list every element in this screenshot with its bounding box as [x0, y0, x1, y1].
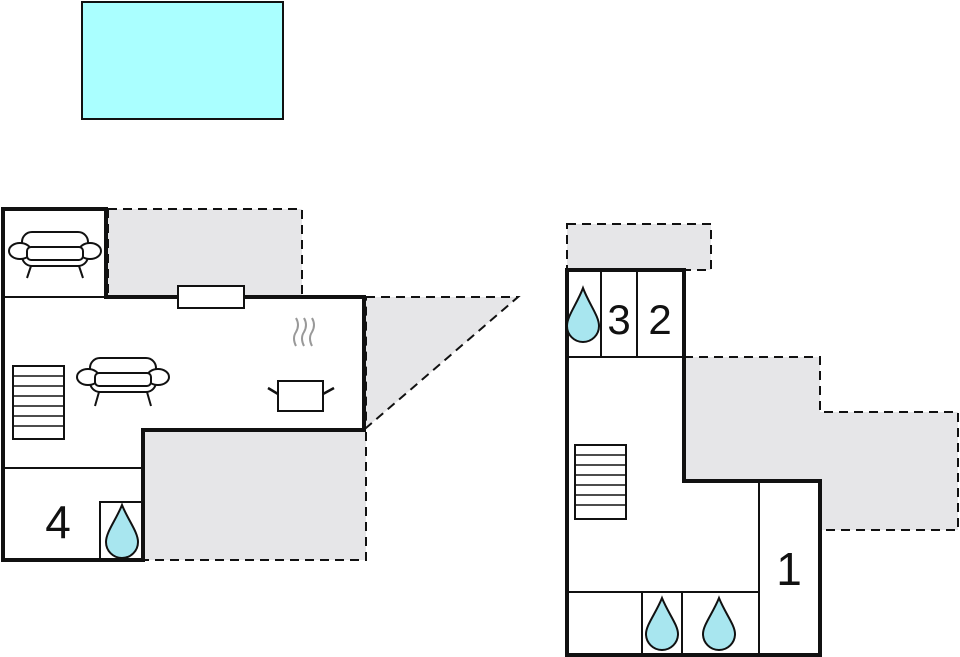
- terrace-top: [107, 208, 303, 298]
- water-drop-icon: [104, 502, 140, 559]
- room-number-3: 3: [607, 296, 630, 343]
- stairs-icon: [574, 444, 627, 520]
- right-building: 3 2 1: [565, 223, 959, 657]
- terrace-triangle: [365, 296, 521, 431]
- water-drop-icon: [644, 595, 680, 651]
- water-drop-icon: [565, 285, 601, 343]
- terrace-top: [566, 223, 712, 271]
- sofa-icon: [8, 231, 102, 279]
- room-number-4: 4: [45, 496, 71, 548]
- pool-icon: [81, 1, 284, 120]
- left-building: 4: [1, 207, 521, 562]
- sofa-icon: [76, 357, 170, 407]
- shower-cubicle: [99, 501, 144, 561]
- stairs-icon: [12, 365, 65, 440]
- window-icon: [177, 285, 245, 309]
- room-number-1: 1: [776, 543, 802, 595]
- right-building-walls: [565, 268, 822, 657]
- kitchen-pot-icon: [267, 317, 335, 412]
- water-drop-icon: [701, 595, 737, 651]
- terrace-bottom: [142, 429, 367, 561]
- room-number-2: 2: [648, 296, 671, 343]
